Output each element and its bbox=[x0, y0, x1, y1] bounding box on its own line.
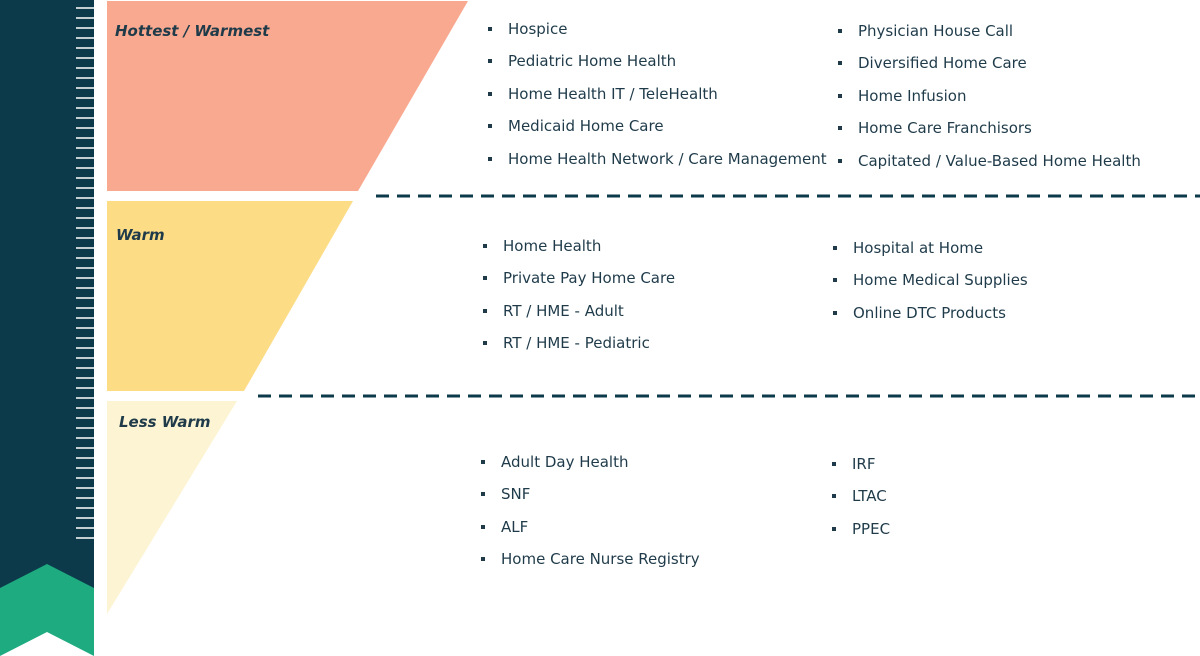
list-item: Home Health Network / Care Management bbox=[488, 143, 827, 175]
list-item: Pediatric Home Health bbox=[488, 45, 827, 77]
list-item-label: PPEC bbox=[852, 519, 891, 538]
bullet-icon bbox=[833, 246, 837, 250]
bullet-icon bbox=[838, 126, 842, 131]
list-item-label: Hospital at Home bbox=[853, 239, 984, 257]
list-item: Home Care Franchisors bbox=[838, 112, 1141, 144]
bullet-icon bbox=[483, 308, 487, 313]
bullet-icon bbox=[833, 278, 837, 283]
list-item: LTAC bbox=[832, 480, 890, 512]
list-item: Home Health IT / TeleHealth bbox=[488, 78, 827, 110]
list-item-label: Home Infusion bbox=[858, 86, 967, 105]
bullet-icon bbox=[483, 341, 487, 346]
list-item-label: Adult Day Health bbox=[501, 453, 629, 471]
list-item-label: Medicaid Home Care bbox=[508, 117, 664, 136]
tier-label-less-warm: Less Warm bbox=[119, 413, 211, 431]
bullet-icon bbox=[483, 276, 487, 281]
list-item: SNF bbox=[481, 478, 700, 510]
list-item: Hospice bbox=[488, 13, 827, 45]
bullet-icon bbox=[488, 27, 492, 31]
list-item-label: Online DTC Products bbox=[853, 303, 1006, 322]
upward-arrow-icon bbox=[0, 564, 94, 656]
bullet-icon bbox=[838, 29, 842, 33]
list-item-label: Home Health IT / TeleHealth bbox=[508, 84, 718, 103]
list-item: Adult Day Health bbox=[481, 446, 700, 478]
bullet-icon bbox=[481, 557, 485, 562]
list-item-label: Home Health bbox=[503, 237, 602, 255]
bullet-icon bbox=[832, 526, 836, 531]
list-item: ALF bbox=[481, 511, 700, 543]
list-item: Capitated / Value-Based Home Health bbox=[838, 145, 1141, 177]
list-item-label: Home Medical Supplies bbox=[853, 271, 1028, 290]
list-item: Physician House Call bbox=[838, 15, 1141, 47]
list-item-label: ALF bbox=[501, 517, 529, 536]
list-item: RT / HME - Adult bbox=[483, 295, 675, 327]
hottest-tier-shape bbox=[107, 1, 468, 191]
list-item: Hospital at Home bbox=[833, 232, 1028, 264]
list-item: IRF bbox=[832, 448, 890, 480]
list-item: Online DTC Products bbox=[833, 297, 1028, 329]
list-item-label: Private Pay Home Care bbox=[503, 269, 676, 288]
thermometer-body bbox=[0, 0, 94, 592]
list-item-label: Capitated / Value-Based Home Health bbox=[858, 151, 1141, 170]
list-item-label: Diversified Home Care bbox=[858, 54, 1027, 73]
bullet-icon bbox=[832, 462, 836, 466]
thermometer-ticks bbox=[76, 7, 94, 539]
list-item: Medicaid Home Care bbox=[488, 110, 827, 142]
tier-label-hottest: Hottest / Warmest bbox=[115, 22, 270, 40]
bullet-icon bbox=[481, 460, 485, 464]
list-item-label: Home Care Nurse Registry bbox=[501, 550, 700, 569]
list-item: Home Infusion bbox=[838, 80, 1141, 112]
thermometer-bar bbox=[0, 0, 94, 656]
bullet-icon bbox=[838, 61, 842, 66]
list-item-label: RT / HME - Adult bbox=[503, 301, 624, 320]
list-item-label: SNF bbox=[501, 485, 531, 504]
list-item: Private Pay Home Care bbox=[483, 262, 675, 294]
bullet-icon bbox=[838, 158, 842, 163]
list-item-label: RT / HME - Pediatric bbox=[503, 334, 650, 353]
bullet-icon bbox=[483, 244, 487, 248]
list-item-label: Pediatric Home Health bbox=[508, 52, 677, 71]
list-item: PPEC bbox=[832, 513, 890, 545]
bullet-icon bbox=[488, 156, 492, 161]
list-item: Home Health bbox=[483, 230, 675, 262]
list-item-label: IRF bbox=[852, 455, 876, 473]
less-warm-list-2: IRF LTAC PPEC bbox=[832, 448, 890, 545]
list-item-label: Hospice bbox=[508, 20, 568, 38]
list-item-label: Home Care Franchisors bbox=[858, 119, 1032, 138]
list-item-label: Home Health Network / Care Management bbox=[508, 149, 827, 168]
bullet-icon bbox=[481, 492, 485, 497]
list-item-label: Physician House Call bbox=[858, 22, 1014, 40]
list-item: RT / HME - Pediatric bbox=[483, 327, 675, 359]
warm-tier-shape bbox=[107, 201, 353, 391]
bullet-icon bbox=[838, 93, 842, 98]
tier-label-warm: Warm bbox=[116, 226, 165, 244]
list-item-label: LTAC bbox=[852, 487, 887, 506]
bullet-icon bbox=[481, 524, 485, 529]
list-item: Home Care Nurse Registry bbox=[481, 543, 700, 575]
bullet-icon bbox=[488, 59, 492, 64]
bullet-icon bbox=[832, 494, 836, 499]
list-item: Home Medical Supplies bbox=[833, 264, 1028, 296]
bullet-icon bbox=[488, 124, 492, 129]
less-warm-tier-shape bbox=[107, 401, 237, 614]
bullet-icon bbox=[833, 310, 837, 315]
bullet-icon bbox=[488, 91, 492, 96]
list-item: Diversified Home Care bbox=[838, 47, 1141, 79]
